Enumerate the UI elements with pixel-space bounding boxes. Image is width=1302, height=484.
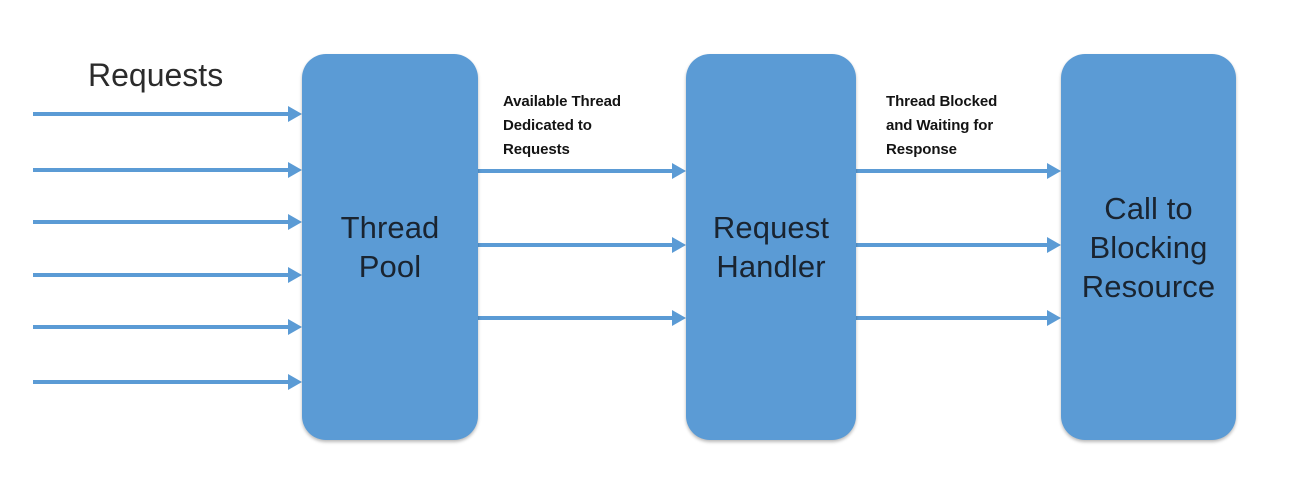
arrow-head-icon (288, 214, 302, 230)
arrow-head-icon (1047, 163, 1061, 179)
request-arrow-3 (33, 214, 302, 230)
requests-title: Requests (88, 57, 224, 93)
handler-to-resource-arrow-2 (856, 237, 1061, 253)
arrow-head-icon (288, 267, 302, 283)
request-arrow-4 (33, 267, 302, 283)
arrow-head-icon (1047, 237, 1061, 253)
pool-to-handler-arrow-2 (478, 237, 686, 253)
arrow-head-icon (288, 162, 302, 178)
arrow-shaft (33, 380, 289, 384)
arrow-shaft (478, 169, 673, 173)
request-arrow-2 (33, 162, 302, 178)
node-request-handler-label: Request Handler (712, 210, 830, 284)
pool-to-handler-arrow-1 (478, 163, 686, 179)
node-blocking-resource[interactable]: Call to Blocking Resource (1061, 54, 1236, 440)
arrow-shaft (478, 243, 673, 247)
request-arrow-1 (33, 106, 302, 122)
arrow-shaft (33, 220, 289, 224)
arrow-shaft (856, 243, 1048, 247)
handler-to-resource-arrow-3 (856, 310, 1061, 326)
arrow-shaft (478, 316, 673, 320)
arrow-head-icon (672, 237, 686, 253)
node-thread-pool[interactable]: Thread Pool (302, 54, 478, 440)
request-arrow-5 (33, 319, 302, 335)
node-thread-pool-label: Thread Pool (340, 210, 440, 284)
arrow-head-icon (672, 163, 686, 179)
arrow-head-icon (288, 374, 302, 390)
arrow-shaft (856, 316, 1048, 320)
edge-label-available-thread: Available Thread Dedicated to Requests (503, 93, 621, 158)
arrow-shaft (856, 169, 1048, 173)
arrow-head-icon (288, 106, 302, 122)
arrow-shaft (33, 273, 289, 277)
node-request-handler[interactable]: Request Handler (686, 54, 856, 440)
arrow-shaft (33, 325, 289, 329)
arrow-head-icon (1047, 310, 1061, 326)
request-arrow-6 (33, 374, 302, 390)
arrow-head-icon (288, 319, 302, 335)
node-blocking-resource-label: Call to Blocking Resource (1081, 190, 1216, 304)
arrow-head-icon (672, 310, 686, 326)
pool-to-handler-arrow-3 (478, 310, 686, 326)
edge-label-thread-blocked: Thread Blocked and Waiting for Response (886, 93, 998, 158)
handler-to-resource-arrow-1 (856, 163, 1061, 179)
arrow-shaft (33, 112, 289, 116)
arrow-shaft (33, 168, 289, 172)
